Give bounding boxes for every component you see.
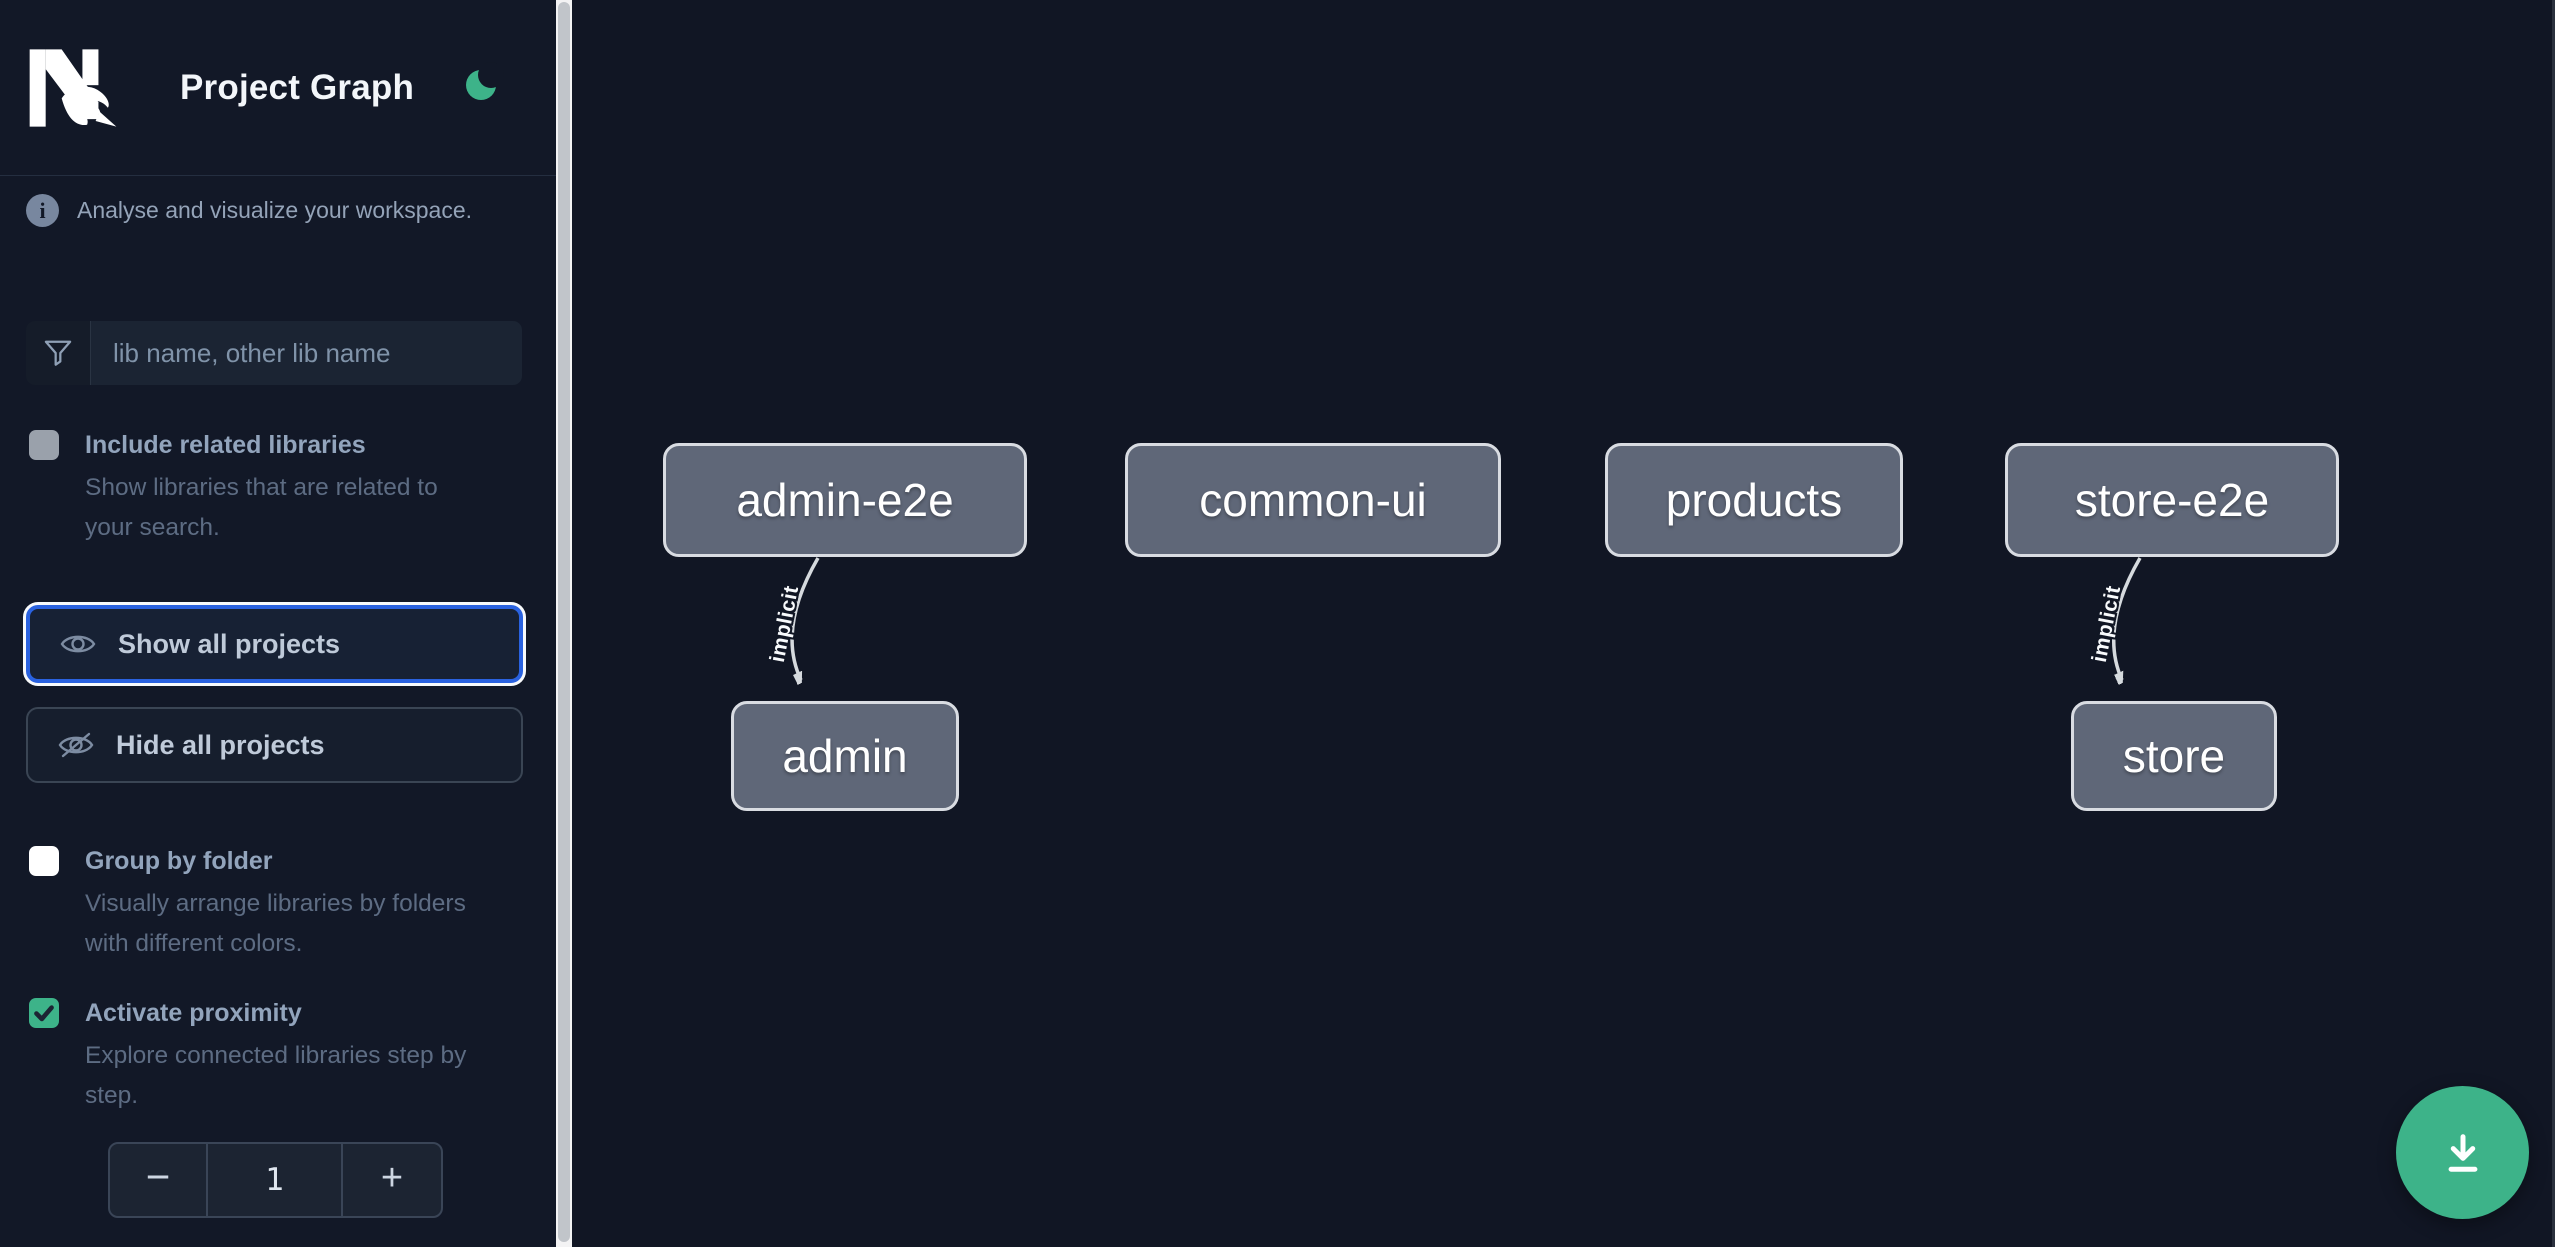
button-label: Show all projects: [118, 628, 341, 659]
sidebar: Project Graph i Analyse and visualize yo…: [0, 0, 556, 1247]
graph-node-common-ui[interactable]: common-ui: [1125, 443, 1501, 557]
download-icon: [2448, 1133, 2477, 1172]
graph-node-products[interactable]: products: [1605, 443, 1903, 557]
sidebar-scrollbar-thumb[interactable]: [558, 2, 570, 1242]
button-label: Hide all projects: [116, 729, 325, 760]
stepper-value: 1: [206, 1144, 343, 1216]
info-icon: i: [26, 194, 59, 227]
option-description: Explore connected libraries step by step…: [85, 1042, 467, 1109]
project-graph-canvas[interactable]: implicit implicit admin-e2e common-ui pr…: [572, 0, 2555, 1247]
sidebar-header: Project Graph: [0, 0, 556, 176]
graph-node-store-e2e[interactable]: store-e2e: [2005, 443, 2339, 557]
group-by-folder-checkbox[interactable]: [29, 846, 59, 876]
eye-slash-icon: [58, 732, 94, 758]
option-label[interactable]: Group by folder: [85, 847, 273, 875]
option-description: Visually arrange libraries by folders wi…: [85, 890, 466, 957]
option-include-related: Include related libraries Show libraries…: [26, 428, 496, 548]
sidebar-scrollbar-track: [556, 0, 572, 1247]
search-box: [26, 321, 522, 385]
edge-layer: [790, 557, 2142, 1247]
edge-admin-e2e-to-admin: [790, 557, 820, 680]
hide-all-projects-button[interactable]: Hide all projects: [26, 707, 523, 783]
option-label[interactable]: Activate proximity: [85, 999, 302, 1027]
option-activate-proximity: Activate proximity Explore connected lib…: [26, 996, 496, 1116]
canvas-right-edge: [2552, 0, 2555, 1247]
graph-node-admin-e2e[interactable]: admin-e2e: [663, 443, 1027, 557]
workspace-tagline-row: i Analyse and visualize your workspace.: [26, 194, 472, 227]
option-description: Show libraries that are related to your …: [85, 474, 438, 541]
graph-node-store[interactable]: store: [2071, 701, 2277, 811]
proximity-depth-stepper: − 1 +: [108, 1142, 443, 1218]
theme-toggle-button[interactable]: [458, 58, 510, 110]
option-label[interactable]: Include related libraries: [85, 431, 366, 459]
option-group-by-folder: Group by folder Visually arrange librari…: [26, 844, 496, 964]
graph-node-admin[interactable]: admin: [731, 701, 959, 811]
nx-logo: [29, 49, 117, 127]
search-input[interactable]: [91, 321, 522, 385]
edge-store-e2e-to-store: [2112, 557, 2142, 680]
activate-proximity-checkbox[interactable]: [29, 998, 59, 1028]
eye-icon: [60, 635, 96, 653]
show-all-projects-button[interactable]: Show all projects: [26, 605, 523, 683]
check-icon: [34, 1005, 54, 1022]
moon-icon: [466, 61, 504, 100]
stepper-decrement-button[interactable]: −: [110, 1144, 206, 1216]
page-title: Project Graph: [180, 68, 415, 107]
stepper-increment-button[interactable]: +: [343, 1144, 441, 1216]
download-graph-button[interactable]: [2396, 1086, 2529, 1219]
include-related-checkbox[interactable]: [29, 430, 59, 460]
workspace-tagline: Analyse and visualize your workspace.: [77, 197, 473, 223]
filter-icon: [26, 321, 91, 385]
